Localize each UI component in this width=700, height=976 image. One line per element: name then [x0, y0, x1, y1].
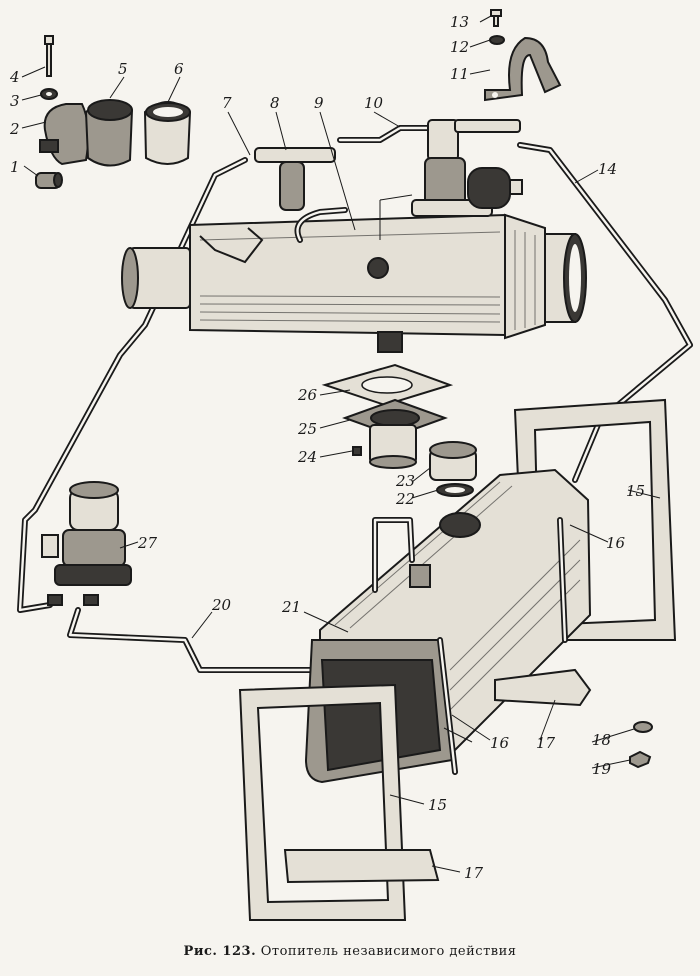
leader-lines [21, 15, 661, 873]
part-13-screw [490, 9, 502, 27]
callout-15-front: 15 [428, 796, 447, 814]
callout-9: 9 [314, 94, 324, 112]
callout-13: 13 [450, 13, 469, 31]
callout-20: 20 [211, 596, 232, 614]
part-3-washer [40, 88, 58, 100]
part-25-flange [342, 398, 448, 469]
callout-labels: 1 2 3 4 5 6 7 8 9 10 11 12 13 14 15 16 1… [9, 13, 645, 882]
callout-17-right: 17 [536, 734, 556, 752]
part-17-wood-bar-front [283, 849, 440, 884]
tank-hatching [334, 481, 581, 711]
callout-1: 1 [10, 158, 20, 176]
callout-6: 6 [174, 60, 184, 78]
part-23-filler-cap [429, 441, 477, 481]
callout-26: 26 [297, 386, 318, 404]
part-4-bolt [44, 35, 54, 77]
heater-body [121, 207, 587, 353]
callout-16-front: 16 [490, 734, 510, 752]
callout-3: 3 [10, 92, 20, 110]
part-24-screw [352, 446, 362, 456]
callout-14: 14 [598, 160, 617, 178]
callout-12: 12 [450, 38, 469, 56]
part-12-washer [489, 35, 505, 45]
figure-caption: Рис. 123. Отопитель независимого действи… [0, 944, 700, 959]
caption-prefix: Рис. 123. [183, 944, 257, 959]
part-2-clamp [39, 103, 90, 166]
callout-4: 4 [9, 68, 20, 86]
callout-19: 19 [592, 760, 612, 778]
callout-8: 8 [270, 94, 280, 112]
part-27-electric-pump [41, 481, 132, 606]
callout-22: 22 [395, 490, 415, 508]
caption-text: Отопитель независимого действия [260, 944, 517, 959]
part-15-frame-front [238, 683, 407, 921]
fuel-lines [17, 125, 693, 673]
part-19-nut [629, 750, 652, 769]
callout-16-right: 16 [606, 534, 626, 552]
fuel-pump [379, 119, 523, 240]
part-6-ring [143, 101, 192, 165]
callout-18: 18 [592, 731, 611, 749]
callout-7: 7 [222, 94, 232, 112]
part-1-plug [35, 172, 63, 189]
callout-11: 11 [450, 65, 469, 83]
part-26-gasket [321, 363, 454, 407]
part-11-bracket [484, 36, 562, 102]
callout-5: 5 [118, 60, 128, 78]
callout-15-right: 15 [626, 482, 645, 500]
callout-10: 10 [364, 94, 384, 112]
callout-27: 27 [137, 534, 158, 552]
body-hatching [199, 230, 536, 330]
part-18-washer [633, 721, 653, 733]
part-5-gasket [84, 99, 134, 167]
callout-2: 2 [9, 120, 20, 138]
part-17-wood-bar-right [494, 668, 592, 707]
callout-23: 23 [395, 472, 415, 490]
part-16-straps [437, 517, 568, 775]
part-8-fuel-filter [254, 147, 336, 211]
callout-24: 24 [297, 448, 317, 466]
callout-25: 25 [297, 420, 317, 438]
part-22-cap-gasket [436, 483, 474, 497]
callout-21: 21 [281, 598, 301, 616]
callout-17-front: 17 [464, 864, 484, 882]
